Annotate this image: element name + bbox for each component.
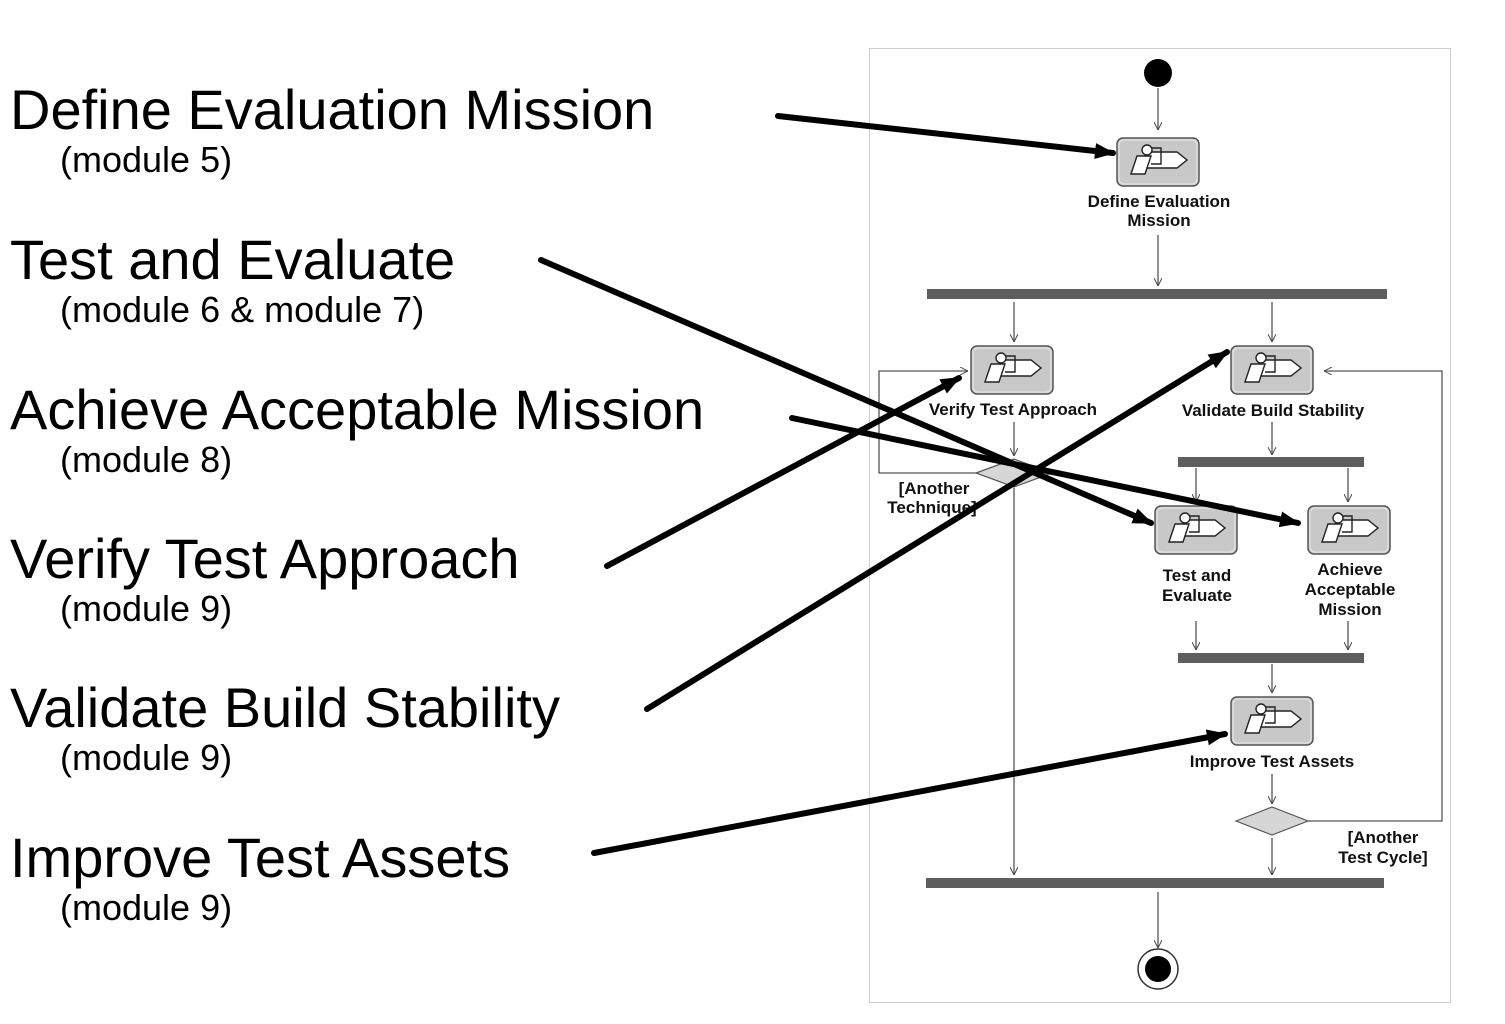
- activity-label-achieve: Mission: [1318, 600, 1381, 619]
- guard-label-another-test-cycle: Test Cycle]: [1338, 848, 1427, 867]
- callout-arrow-improve: [591, 729, 1228, 856]
- callout-arrow-verify: [604, 375, 962, 569]
- guard-label-another-test-cycle: [Another: [1348, 828, 1419, 847]
- label-module: (module 9): [60, 887, 233, 928]
- activity-label-validate: Validate Build Stability: [1182, 401, 1365, 420]
- label-title: Define Evaluation Mission: [10, 78, 655, 141]
- label-module: (module 6 & module 7): [60, 289, 425, 330]
- activity-label-test: Test and: [1163, 566, 1232, 585]
- callout-arrow-validate: [644, 349, 1230, 712]
- label-title: Achieve Acceptable Mission: [10, 378, 705, 441]
- guard-label-another-technique: Technique]: [887, 498, 976, 517]
- join-bar: [1178, 653, 1364, 663]
- label-define-evaluation-mission: Define Evaluation Mission (module 5): [10, 80, 654, 180]
- activity-icon-achieve: [1307, 505, 1391, 555]
- label-validate-build-stability: Validate Build Stability (module 9): [10, 678, 560, 778]
- start-node: [1144, 59, 1172, 87]
- activity-label-improve: Improve Test Assets: [1190, 752, 1354, 771]
- activity-label-verify: Verify Test Approach: [929, 400, 1097, 419]
- label-title: Test and Evaluate: [10, 228, 456, 291]
- end-node-core: [1145, 956, 1171, 982]
- label-achieve-acceptable-mission: Achieve Acceptable Mission (module 8): [10, 380, 704, 480]
- label-module: (module 9): [60, 588, 233, 629]
- label-module: (module 8): [60, 439, 233, 480]
- decision-diamond: [1234, 806, 1310, 836]
- callout-arrow-define: [775, 113, 1116, 159]
- activity-icon-validate: [1230, 345, 1314, 395]
- guard-label-another-technique: [Another: [899, 479, 970, 498]
- activity-icon-improve: [1230, 696, 1314, 746]
- callout-arrow-achieve: [789, 415, 1301, 528]
- label-verify-test-approach: Verify Test Approach (module 9): [10, 529, 520, 629]
- activity-label-achieve: Achieve: [1317, 560, 1382, 579]
- join-bar: [926, 878, 1384, 888]
- label-title: Improve Test Assets: [10, 826, 511, 889]
- label-test-and-evaluate: Test and Evaluate (module 6 & module 7): [10, 230, 455, 330]
- activity-label-define: Define Evaluation: [1088, 192, 1231, 211]
- activity-label-achieve: Acceptable: [1305, 580, 1396, 599]
- label-improve-test-assets: Improve Test Assets (module 9): [10, 828, 510, 928]
- label-module: (module 5): [60, 139, 233, 180]
- activity-icon-define: [1116, 137, 1200, 187]
- label-module: (module 9): [60, 737, 233, 778]
- activity-icon-verify: [970, 345, 1054, 395]
- label-title: Verify Test Approach: [10, 527, 520, 590]
- activity-label-define: Mission: [1127, 211, 1190, 230]
- fork-bar: [1178, 457, 1364, 467]
- activity-label-test: Evaluate: [1162, 586, 1232, 605]
- fork-bar: [927, 289, 1387, 299]
- activity-icon-test: [1154, 505, 1238, 555]
- callout-arrow-test: [538, 257, 1154, 526]
- label-title: Validate Build Stability: [10, 676, 560, 739]
- callout-arrows: [538, 113, 1301, 856]
